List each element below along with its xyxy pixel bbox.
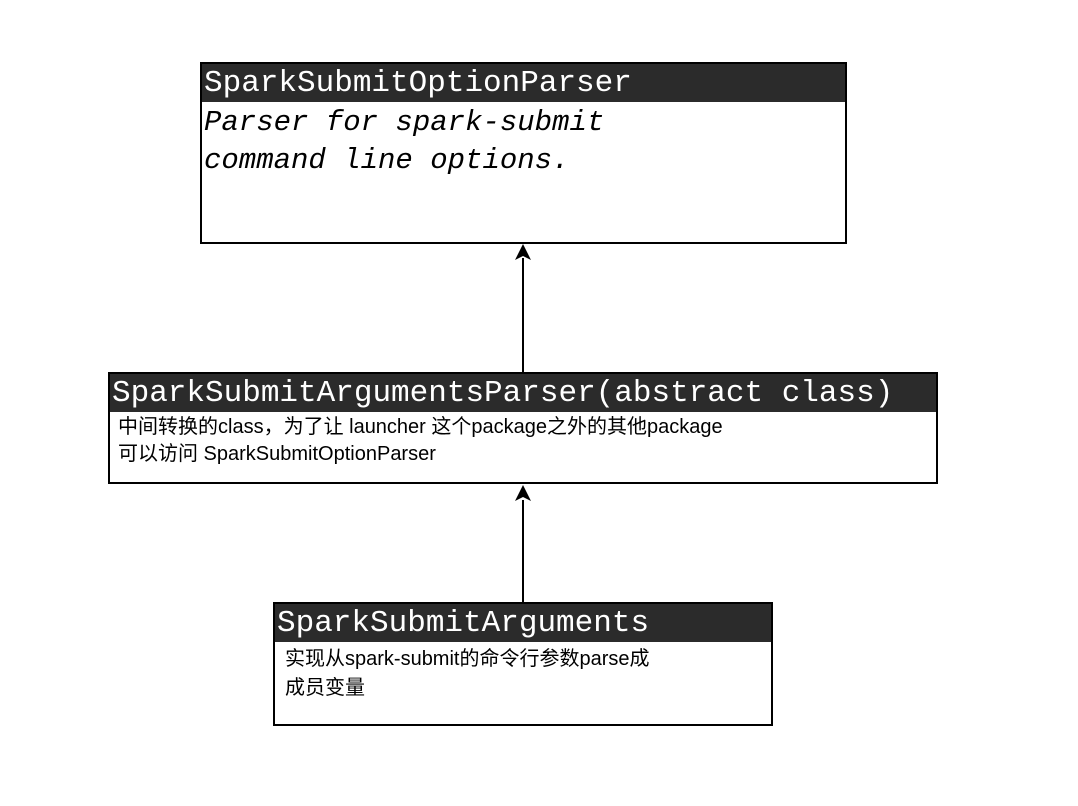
edge-arguments-parser-to-option-parser — [515, 244, 531, 372]
description-line: 成员变量 — [285, 677, 365, 699]
description-line: Parser for spark-submit — [204, 106, 605, 139]
class-title: SparkSubmitArgumentsParser(abstract clas… — [110, 374, 936, 412]
edge-arguments-to-arguments-parser — [515, 485, 531, 602]
class-box-spark-submit-option-parser[interactable]: SparkSubmitOptionParser Parser for spark… — [200, 62, 847, 244]
class-description: 中间转换的class，为了让 launcher 这个package之外的其他pa… — [110, 412, 936, 468]
class-description: 实现从spark-submit的命令行参数parse成 成员变量 — [275, 642, 771, 703]
description-line: command line options. — [204, 144, 570, 177]
description-line: 中间转换的class，为了让 launcher 这个package之外的其他pa… — [118, 416, 723, 438]
class-box-spark-submit-arguments[interactable]: SparkSubmitArguments 实现从spark-submit的命令行… — [273, 602, 773, 726]
arrowhead-icon — [515, 244, 531, 260]
description-line: 可以访问 SparkSubmitOptionParser — [118, 443, 436, 465]
class-title: SparkSubmitOptionParser — [202, 64, 845, 102]
class-box-spark-submit-arguments-parser[interactable]: SparkSubmitArgumentsParser(abstract clas… — [108, 372, 938, 484]
arrowhead-icon — [515, 485, 531, 501]
class-title: SparkSubmitArguments — [275, 604, 771, 642]
description-line: 实现从spark-submit的命令行参数parse成 — [285, 648, 650, 670]
class-description: Parser for spark-submit command line opt… — [202, 102, 845, 180]
